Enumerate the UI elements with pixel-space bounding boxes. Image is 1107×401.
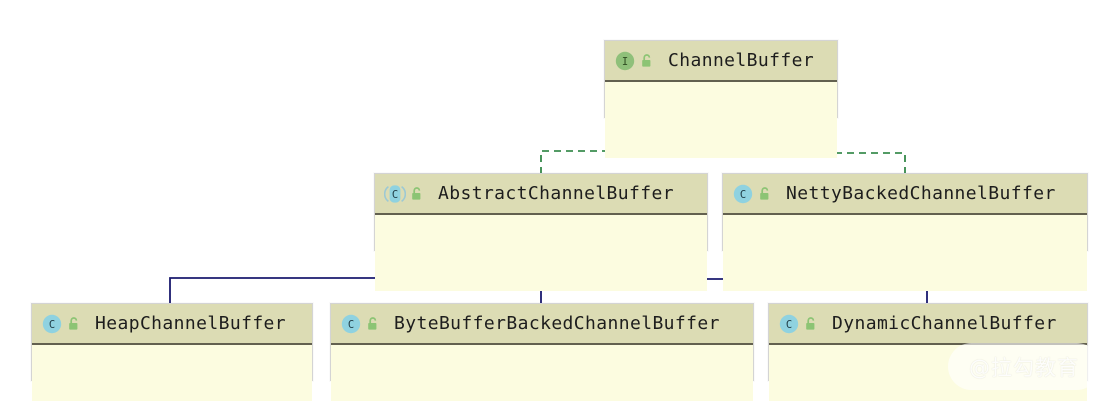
class-icon: C bbox=[340, 313, 362, 335]
uml-class-members-channel-buffer bbox=[605, 82, 837, 158]
uml-class-members-byte-buffer-backed-channel-buffer bbox=[331, 345, 753, 401]
uml-class-header-heap-channel-buffer[interactable]: C HeapChannelBuffer bbox=[32, 304, 312, 345]
class-icon: C bbox=[41, 313, 63, 335]
uml-class-name-abstract-channel-buffer: AbstractChannelBuffer bbox=[438, 183, 674, 204]
unlocked-padlock-icon bbox=[639, 53, 655, 69]
unlocked-padlock-icon bbox=[66, 316, 82, 332]
unlocked-padlock-icon bbox=[409, 186, 425, 202]
uml-class-box-byte-buffer-backed-channel-buffer[interactable]: C ByteBufferBackedChannelBuffer bbox=[330, 303, 754, 401]
svg-text:I: I bbox=[622, 56, 628, 68]
svg-text:C: C bbox=[740, 189, 746, 201]
uml-class-members-netty-backed-channel-buffer bbox=[723, 215, 1087, 291]
svg-text:C: C bbox=[786, 319, 792, 331]
svg-text:C: C bbox=[49, 319, 55, 331]
uml-class-members-heap-channel-buffer bbox=[32, 345, 312, 401]
uml-class-name-dynamic-channel-buffer: DynamicChannelBuffer bbox=[832, 313, 1057, 334]
uml-class-header-dynamic-channel-buffer[interactable]: C DynamicChannelBuffer bbox=[769, 304, 1087, 345]
class-icon: C bbox=[778, 313, 800, 335]
uml-class-box-heap-channel-buffer[interactable]: C HeapChannelBuffer bbox=[31, 303, 313, 401]
uml-class-box-netty-backed-channel-buffer[interactable]: C NettyBackedChannelBuffer bbox=[722, 173, 1088, 291]
uml-class-box-abstract-channel-buffer[interactable]: C AbstractChannelBuffer bbox=[374, 173, 708, 291]
unlocked-padlock-icon bbox=[365, 316, 381, 332]
uml-class-box-channel-buffer[interactable]: I ChannelBuffer bbox=[604, 40, 838, 158]
uml-class-header-netty-backed-channel-buffer[interactable]: C NettyBackedChannelBuffer bbox=[723, 174, 1087, 215]
uml-class-box-dynamic-channel-buffer[interactable]: C DynamicChannelBuffer bbox=[768, 303, 1088, 401]
uml-class-members-abstract-channel-buffer bbox=[375, 215, 707, 291]
uml-class-header-abstract-channel-buffer[interactable]: C AbstractChannelBuffer bbox=[375, 174, 707, 215]
uml-class-name-netty-backed-channel-buffer: NettyBackedChannelBuffer bbox=[786, 183, 1056, 204]
uml-class-name-heap-channel-buffer: HeapChannelBuffer bbox=[95, 313, 287, 334]
uml-class-name-channel-buffer: ChannelBuffer bbox=[668, 50, 815, 71]
interface-icon: I bbox=[614, 50, 636, 72]
uml-class-header-byte-buffer-backed-channel-buffer[interactable]: C ByteBufferBackedChannelBuffer bbox=[331, 304, 753, 345]
svg-text:C: C bbox=[392, 189, 398, 201]
unlocked-padlock-icon bbox=[803, 316, 819, 332]
uml-class-header-channel-buffer[interactable]: I ChannelBuffer bbox=[605, 41, 837, 82]
edge-abstract-to-channelbuffer bbox=[540, 135, 670, 198]
unlocked-padlock-icon bbox=[757, 186, 773, 202]
abstract-class-icon: C bbox=[384, 183, 406, 205]
uml-class-name-byte-buffer-backed-channel-buffer: ByteBufferBackedChannelBuffer bbox=[394, 313, 720, 334]
class-icon: C bbox=[732, 183, 754, 205]
svg-text:C: C bbox=[348, 319, 354, 331]
uml-class-members-dynamic-channel-buffer bbox=[769, 345, 1087, 401]
